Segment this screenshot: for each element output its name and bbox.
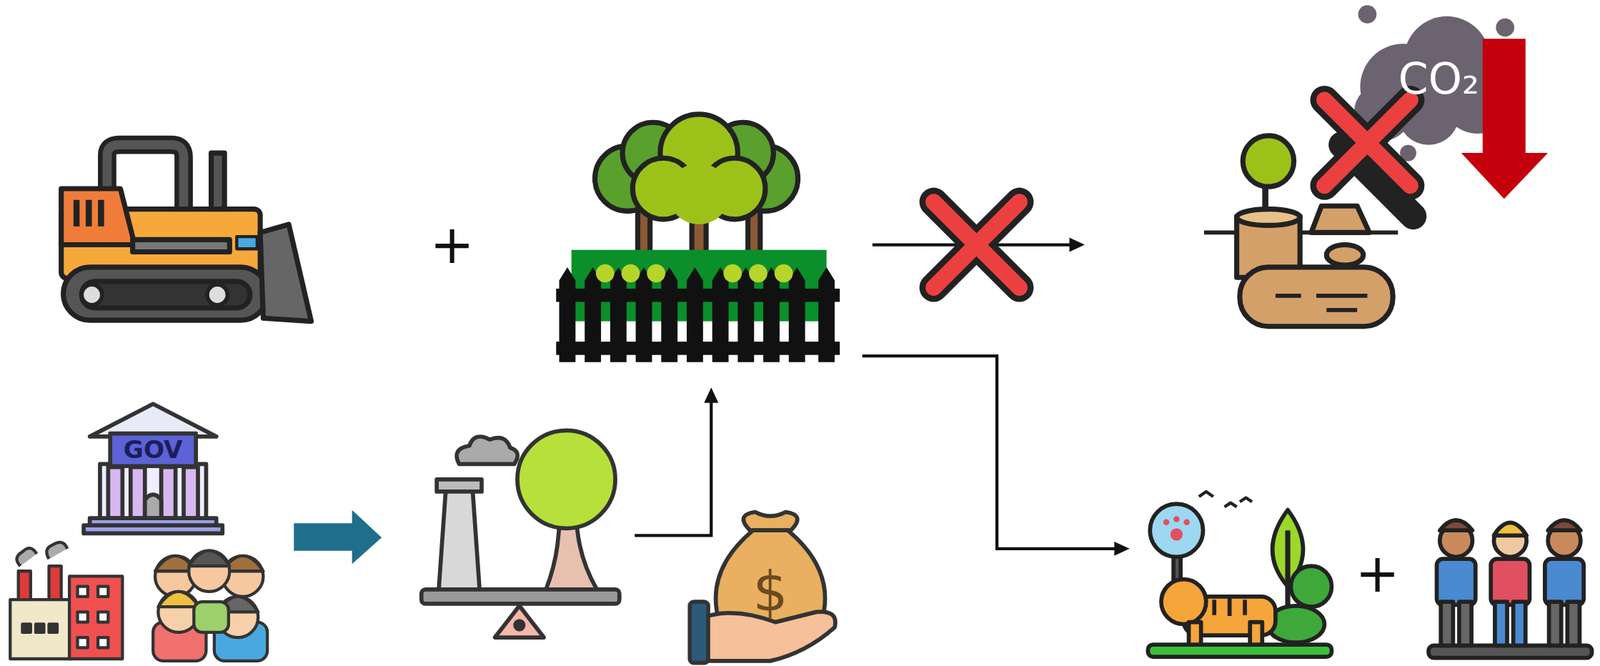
plus-sign: + [1355, 546, 1400, 600]
policy-arrow [293, 510, 382, 565]
government-icon [83, 403, 223, 534]
balance-icon [421, 430, 620, 638]
plus-sign: + [429, 217, 474, 271]
funding-arrow [634, 387, 719, 536]
benefit-arrow [862, 355, 1130, 556]
factory-icon [10, 542, 123, 659]
money-icon [689, 511, 836, 663]
gov-label: GOV [123, 437, 183, 462]
dollar-sign: $ [753, 563, 789, 619]
blocked-mark [1324, 100, 1410, 186]
protected-forest-icon [555, 114, 840, 363]
people-icon [1428, 520, 1592, 659]
community-icon [152, 550, 268, 662]
bulldozer-icon [61, 145, 312, 322]
co2-label: CO₂ [1398, 57, 1480, 101]
wildlife-icon [1147, 491, 1332, 657]
blocked-arrow [872, 202, 1085, 288]
